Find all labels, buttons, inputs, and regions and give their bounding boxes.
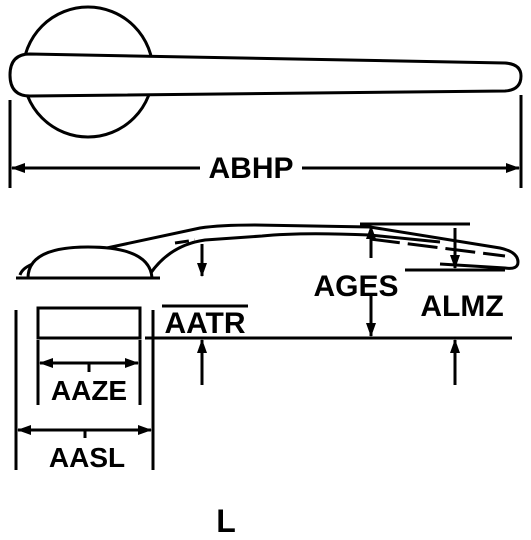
label-offset: ALMZ (420, 290, 503, 323)
arm-hidden-line (369, 237, 506, 258)
dimension-hub-diameter (14, 310, 155, 470)
arm-hidden-line-2 (174, 238, 196, 245)
top-view (8, 5, 523, 139)
dimension-bore-diameter (36, 340, 142, 405)
side-view (16, 223, 520, 340)
handle-arm-top (8, 52, 523, 98)
hub-dome (26, 245, 154, 280)
dimension-overall-length (8, 95, 523, 188)
dimension-drop-height (145, 222, 512, 340)
style-letter: L (216, 503, 236, 539)
handle-arm-lower-edge (148, 232, 441, 275)
dimension-hub-height (162, 244, 248, 385)
bore-section (36, 306, 142, 340)
label-hub-diameter: AASL (49, 442, 125, 473)
label-bore-diameter: AAZE (51, 375, 127, 406)
dimension-offset (405, 228, 505, 385)
label-drop-height: AGES (313, 270, 398, 303)
label-overall-length: ABHP (208, 152, 293, 185)
label-hub-height: AATR (164, 307, 245, 340)
